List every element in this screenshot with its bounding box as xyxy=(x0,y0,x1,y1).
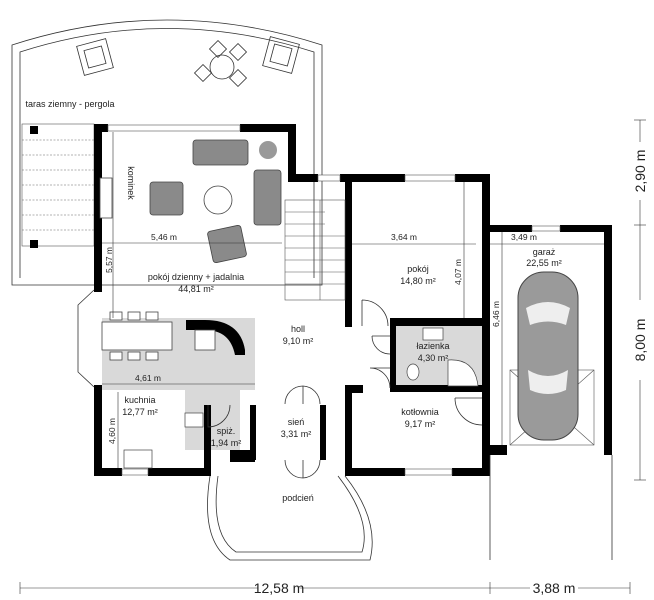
room-label-hall: holl xyxy=(291,324,305,334)
room-label-boiler-room: kotłownia xyxy=(401,407,439,417)
dim-kitchen-width: 4,61 m xyxy=(135,373,161,383)
room-area-living: 44,81 m² xyxy=(178,284,214,294)
room-label-porch: podcień xyxy=(282,493,314,503)
room-label-terrace: taras ziemny - pergola xyxy=(25,99,114,109)
dim-right-total: 8,00 m xyxy=(632,319,648,362)
dim-garage-width: 3,49 m xyxy=(511,232,537,242)
room-label-bathroom: łazienka xyxy=(416,341,449,351)
dim-room-depth: 4,07 m xyxy=(453,259,463,285)
room-area-vestibule: 3,31 m² xyxy=(281,429,312,439)
terrace-inner-outline xyxy=(19,28,315,278)
room-label-living: pokój dzienny + jadalnia xyxy=(148,272,244,282)
terrace-table-set xyxy=(76,36,300,88)
dim-total-width-garage: 3,88 m xyxy=(533,580,576,596)
terrace-outline xyxy=(11,19,323,286)
room-label-garage: garaż xyxy=(533,247,556,257)
dim-right-upper: 2,90 m xyxy=(632,150,648,193)
dim-garage-depth: 6,46 m xyxy=(491,301,501,327)
room-label-room: pokój xyxy=(407,264,429,274)
dim-living-depth: 5,57 m xyxy=(104,247,114,273)
room-area-hall: 9,10 m² xyxy=(283,336,314,346)
windows xyxy=(107,124,561,476)
staircase xyxy=(284,199,346,301)
room-label-vestibule: sień xyxy=(288,417,305,427)
room-area-bathroom: 4,30 m² xyxy=(418,353,449,363)
dim-kitchen-depth: 4,60 m xyxy=(107,418,117,444)
car xyxy=(509,271,595,446)
bay-window xyxy=(77,289,95,388)
room-label-kitchen: kuchnia xyxy=(124,395,155,405)
dim-total-width-house: 12,58 m xyxy=(254,580,305,596)
room-area-kitchen: 12,77 m² xyxy=(122,407,158,417)
doors xyxy=(207,299,483,479)
pergola-beams xyxy=(21,123,95,248)
fireplace-label: kominek xyxy=(126,166,136,200)
room-area-room: 14,80 m² xyxy=(400,276,436,286)
dimension-lines xyxy=(19,119,646,594)
dim-room-width: 3,64 m xyxy=(391,232,417,242)
porch-outline xyxy=(207,475,373,561)
living-furniture xyxy=(99,139,282,264)
porch-inner xyxy=(215,475,365,553)
bathroom-fixtures xyxy=(406,327,479,387)
room-area-boiler-room: 9,17 m² xyxy=(405,419,436,429)
room-area-pantry: 1,94 m² xyxy=(211,438,242,448)
dim-living-width: 5,46 m xyxy=(151,232,177,242)
kitchen-counter xyxy=(123,412,204,469)
room-label-pantry: spiż. xyxy=(217,426,236,436)
room-area-garage: 22,55 m² xyxy=(526,258,562,268)
dining-table xyxy=(101,311,216,361)
walls xyxy=(94,124,612,476)
